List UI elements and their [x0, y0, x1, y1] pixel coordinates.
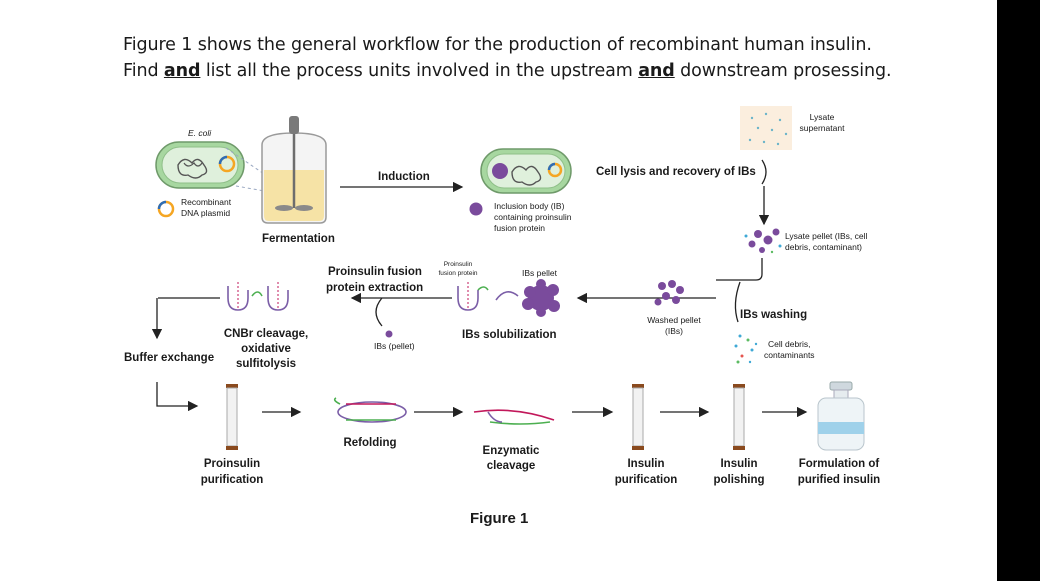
ibs-pellet-icon: [522, 279, 560, 317]
label-recombinant: Recombinant: [181, 197, 232, 207]
workflow-diagram: [151, 106, 865, 451]
enzymatic-protein-icon: [473, 409, 555, 425]
label-formulation-2: purified insulin: [797, 474, 881, 486]
label-enzymatic-2: cleavage: [486, 460, 536, 472]
ib-dish: [480, 148, 572, 194]
ibs-pellet-small-icon: [385, 330, 393, 338]
label-cell-lysis: Cell lysis and recovery of IBs: [596, 166, 756, 178]
label-insulin-pur-1: Insulin: [627, 458, 665, 470]
label-ibs-pellet: IBs pellet: [522, 268, 557, 278]
label-cnbr-2: oxidative: [241, 343, 291, 355]
label-fermentation: Fermentation: [262, 233, 335, 245]
label-enzymatic-1: Enzymatic: [482, 445, 540, 457]
label-cell-debris-2: contaminants: [764, 350, 815, 360]
ecoli-dish: [155, 141, 245, 189]
cnbr-protein-icon: [227, 282, 289, 311]
page: Figure 1 shows the general workflow for …: [0, 0, 997, 581]
label-ibs-washing: IBs washing: [740, 309, 808, 321]
insulin-vial-icon: [817, 381, 865, 451]
refolding-protein-icon: [333, 397, 407, 423]
label-extraction-2: protein extraction: [326, 282, 424, 294]
label-proinsulin-pur-2: purification: [200, 474, 264, 486]
label-lysate-sup-2: supernatant: [799, 123, 845, 133]
label-ibs-pellet-small: IBs (pellet): [374, 341, 415, 351]
label-formulation-1: Formulation of: [798, 458, 880, 470]
label-ecoli: E. coli: [188, 128, 212, 138]
label-insulin-pol-1: Insulin: [720, 458, 758, 470]
label-cnbr-3: sulfitolysis: [235, 358, 297, 370]
proinsulin-column-icon: [226, 384, 238, 450]
question-line-2: Find and list all the process units invo…: [123, 61, 892, 81]
bioreactor-icon: [261, 116, 327, 224]
label-buffer-exchange: Buffer exchange: [124, 352, 215, 364]
label-dna-plasmid: DNA plasmid: [181, 208, 231, 218]
fusion-protein-icon: [457, 282, 519, 311]
label-washed-2: (IBs): [665, 326, 683, 336]
figure-caption: Figure 1: [470, 510, 529, 527]
ib-icon: [469, 202, 483, 216]
label-insulin-pur-2: purification: [614, 474, 678, 486]
label-refolding: Refolding: [343, 437, 397, 449]
cell-debris-icon: [734, 334, 758, 364]
label-proinsulin-fp-1: Proinsulin: [443, 261, 473, 268]
washed-pellet-icon: [654, 280, 684, 306]
insulin-polishing-column-icon: [733, 384, 745, 450]
label-cnbr-1: CNBr cleavage,: [223, 328, 309, 340]
label-lysate-sup-1: Lysate: [809, 112, 835, 122]
lysate-supernatant-box: [740, 106, 792, 150]
label-insulin-pol-2: polishing: [713, 474, 765, 486]
label-induction: Induction: [378, 171, 430, 183]
label-washed-1: Washed pellet: [647, 315, 701, 325]
label-lysate-pellet-1: Lysate pellet (IBs, cell: [785, 231, 868, 241]
insulin-purification-column-icon: [632, 384, 644, 450]
label-proinsulin-fp-2: fusion protein: [438, 270, 478, 277]
label-cell-debris-1: Cell debris,: [768, 339, 811, 349]
label-ibs-solubilization: IBs solubilization: [462, 329, 557, 341]
label-lysate-pellet-2: debris, contaminant): [785, 242, 863, 252]
label-ib-2: containing proinsulin: [494, 212, 572, 222]
label-ib-3: fusion protein: [494, 223, 546, 233]
label-ib-1: Inclusion body (IB): [494, 201, 565, 211]
plasmid-icon: [157, 200, 175, 218]
label-proinsulin-pur-1: Proinsulin: [203, 458, 261, 470]
lysate-pellet-icon: [744, 228, 782, 254]
label-extraction-1: Proinsulin fusion: [328, 266, 422, 278]
question-line-1: Figure 1 shows the general workflow for …: [123, 35, 872, 55]
